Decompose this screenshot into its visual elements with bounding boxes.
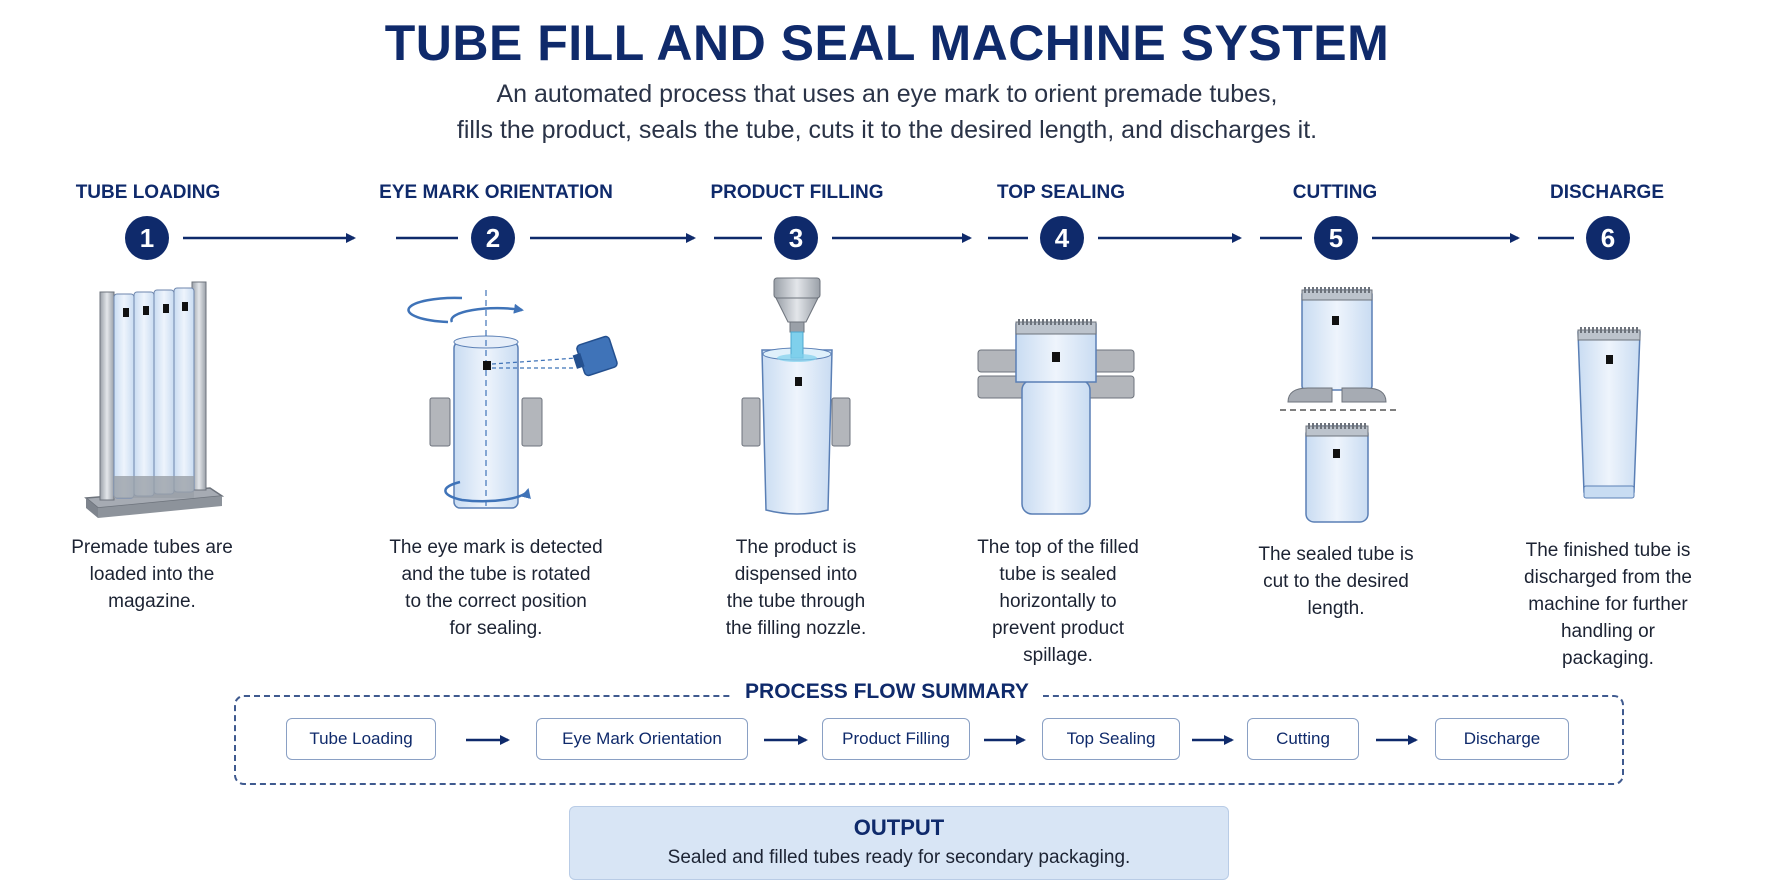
step-3-number: 3 (774, 216, 818, 260)
process-flow-summary-title: PROCESS FLOW SUMMARY (0, 680, 1774, 704)
page-subtitle-line-2: fills the product, seals the tube, cuts … (456, 116, 1318, 144)
step-6-desc-line: discharged from the (1524, 567, 1692, 588)
tube-magazine-icon (84, 281, 225, 518)
step-1-desc-line: magazine. (108, 591, 196, 612)
summary-item-product-filling: Product Filling (822, 718, 970, 760)
summary-item-eye-mark-orientation: Eye Mark Orientation (536, 718, 748, 760)
step-6-desc-line: The finished tube is (1525, 540, 1691, 561)
step-1-number: 1 (125, 216, 169, 260)
step-1-label: TUBE LOADING (75, 182, 221, 203)
rotate-arrow-icon (444, 480, 531, 503)
summary-item-cutting: Cutting (1247, 718, 1359, 760)
step-3-desc-line: The product is (735, 537, 857, 558)
step-4-number: 4 (1040, 216, 1084, 260)
step-4-desc-line: prevent product (991, 618, 1125, 639)
page-title: TUBE FILL AND SEAL MACHINE SYSTEM (384, 15, 1390, 71)
step-2-number: 2 (471, 216, 515, 260)
step-4-desc-line: horizontally to (999, 591, 1117, 612)
step-3-desc-line: the tube through (726, 591, 866, 612)
step-3-description: The product is dispensed into the tube t… (676, 534, 916, 642)
step-2-description: The eye mark is detected and the tube is… (376, 534, 616, 642)
step-4-desc-line: tube is sealed (999, 564, 1117, 585)
step-6-description: The finished tube is discharged from the… (1488, 537, 1728, 672)
step-6-label: DISCHARGE (1549, 182, 1664, 203)
step-2-label: EYE MARK ORIENTATION (379, 182, 613, 203)
output-box: OUTPUT Sealed and filled tubes ready for… (569, 806, 1229, 880)
step-5-desc-line: The sealed tube is (1258, 544, 1414, 565)
step-5-label: CUTTING (1292, 182, 1378, 203)
step-3-label: PRODUCT FILLING (710, 182, 884, 203)
step-2-desc-line: and the tube is rotated (401, 564, 591, 585)
step-5-description: The sealed tube is cut to the desired le… (1216, 541, 1456, 622)
output-text: Sealed and filled tubes ready for second… (667, 847, 1131, 868)
step-6-desc-line: packaging. (1562, 648, 1654, 669)
step-3-desc-line: dispensed into (734, 564, 858, 585)
step-4-desc-line: The top of the filled (977, 537, 1139, 558)
step-1-desc-line: Premade tubes are (71, 537, 233, 558)
step-6-number: 6 (1586, 216, 1630, 260)
step-5-desc-line: cut to the desired (1263, 571, 1409, 592)
step-2-desc-line: for sealing. (449, 618, 543, 639)
step-6-desc-line: machine for further (1528, 594, 1688, 615)
filling-nozzle-icon (741, 277, 851, 515)
step-1-description: Premade tubes are loaded into the magazi… (32, 534, 272, 615)
output-title: OUTPUT (853, 815, 945, 840)
rotate-arrow-icon (450, 303, 524, 323)
summary-item-discharge: Discharge (1435, 718, 1569, 760)
step-4-description: The top of the filled tube is sealed hor… (938, 534, 1178, 669)
summary-item-tube-loading: Tube Loading (286, 718, 436, 760)
cutter-blade-icon (1280, 287, 1400, 523)
step-6-desc-line: handling or (1560, 621, 1656, 642)
step-5-desc-line: length. (1307, 598, 1365, 619)
step-3-desc-line: the filling nozzle. (725, 618, 867, 639)
summary-item-top-sealing: Top Sealing (1042, 718, 1180, 760)
step-2-desc-line: to the correct position (405, 591, 587, 612)
seal-jaw-icon (977, 319, 1135, 515)
summary-title-text: PROCESS FLOW SUMMARY (731, 680, 1043, 703)
step-2-desc-line: The eye mark is detected (389, 537, 603, 558)
step-1-desc-line: loaded into the (89, 564, 215, 585)
step-5-number: 5 (1314, 216, 1358, 260)
rotate-arrow-icon (407, 296, 463, 324)
step-4-desc-line: spillage. (1023, 645, 1093, 666)
step-4-label: TOP SEALING (996, 182, 1126, 203)
eye-mark-sensor-icon (407, 290, 618, 510)
page-subtitle-line-1: An automated process that uses an eye ma… (496, 80, 1278, 108)
finished-tube-icon (1577, 327, 1641, 499)
